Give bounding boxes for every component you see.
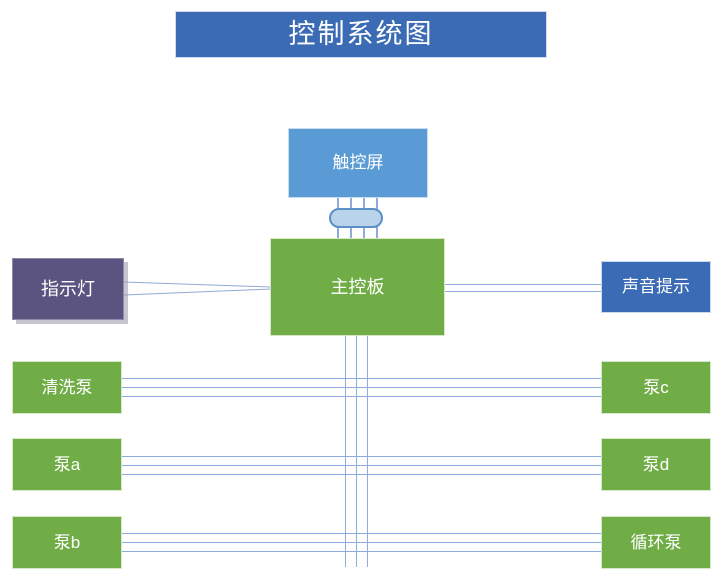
vertical-bus-line-3 (367, 336, 368, 567)
node-pump-d[interactable]: 泵d (601, 438, 711, 491)
pump-row-1-wire-3 (122, 396, 601, 397)
sound-wire-2 (445, 291, 601, 292)
node-sound-prompt[interactable]: 声音提示 (601, 261, 711, 313)
node-pump-b[interactable]: 泵b (12, 516, 122, 569)
indicator-wire-1 (124, 281, 271, 288)
pump-row-2-wire-2 (122, 465, 601, 466)
node-pump-d-label: 泵d (642, 454, 670, 474)
node-sound-prompt-label: 声音提示 (622, 277, 690, 297)
node-pump-circulation-label: 循环泵 (630, 532, 682, 552)
pump-row-3-wire-1 (122, 533, 601, 534)
node-pump-wash-label: 清洗泵 (41, 377, 93, 397)
node-main-control-board-label: 主控板 (330, 276, 385, 297)
pump-row-1-wire-1 (122, 378, 601, 379)
pump-row-1-wire-2 (122, 387, 601, 388)
indicator-wire-2 (124, 288, 271, 296)
page-title: 控制系统图 (288, 18, 434, 49)
node-pump-a[interactable]: 泵a (12, 438, 122, 491)
node-pump-a-label: 泵a (53, 454, 81, 474)
node-indicator-light[interactable]: 指示灯 (12, 258, 124, 320)
diagram-title-banner: 控制系统图 (175, 11, 547, 58)
pump-row-3-wire-2 (122, 542, 601, 543)
pump-row-2-wire-3 (122, 474, 601, 475)
sound-wire-1 (445, 284, 601, 285)
node-main-control-board[interactable]: 主控板 (270, 238, 445, 336)
vertical-bus-line-1 (345, 336, 346, 567)
pump-row-3-wire-3 (122, 551, 601, 552)
node-pump-c[interactable]: 泵c (601, 361, 711, 414)
ribbon-cable-connector (329, 208, 383, 228)
vertical-bus-line-2 (356, 336, 357, 567)
node-touchscreen[interactable]: 触控屏 (288, 128, 428, 198)
pump-row-2-wire-1 (122, 456, 601, 457)
indicator-wire-group (124, 281, 271, 296)
node-pump-c-label: 泵c (643, 377, 669, 397)
node-pump-wash[interactable]: 清洗泵 (12, 361, 122, 414)
node-touchscreen-label: 触控屏 (332, 153, 384, 173)
node-pump-circulation[interactable]: 循环泵 (601, 516, 711, 569)
node-indicator-light-label: 指示灯 (41, 278, 95, 299)
node-pump-b-label: 泵b (53, 532, 81, 552)
